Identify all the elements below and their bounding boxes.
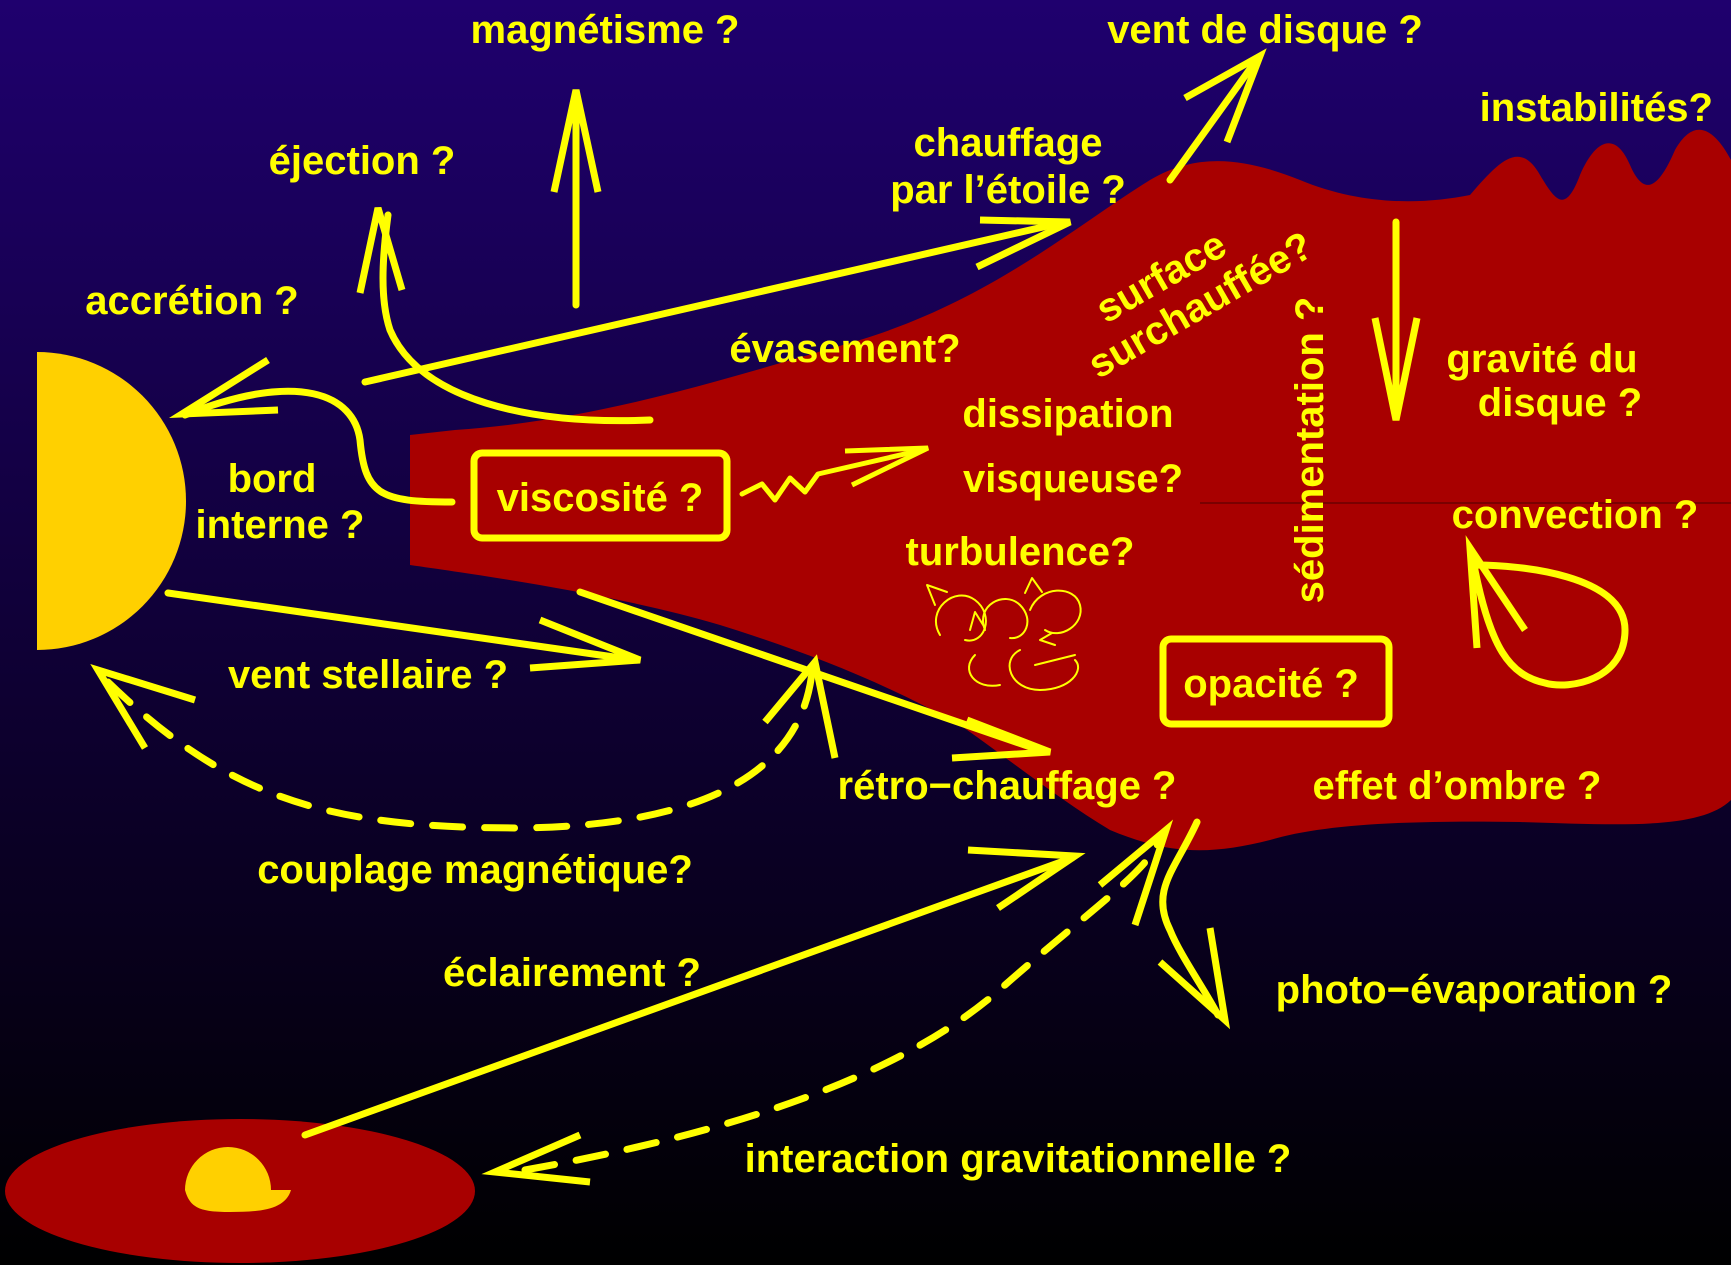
label-chauffage-line2: par l’étoile ? [890,168,1126,212]
label-evasement: évasement? [729,327,960,371]
label-interaction: interaction gravitationnelle ? [745,1137,1292,1181]
label-viscosite: viscosité ? [497,476,704,520]
label-couplage: couplage magnétique? [257,848,693,892]
label-dissipation-line2: visqueuse? [963,457,1183,501]
label-sedimentation: sédimentation ? [1288,297,1332,604]
label-vent-stellaire: vent stellaire ? [228,653,508,697]
label-effet-ombre: effet d’ombre ? [1313,764,1602,808]
label-vent-disque: vent de disque ? [1107,8,1423,52]
label-opacite: opacité ? [1183,662,1359,706]
label-photoevap: photo−évaporation ? [1276,968,1673,1012]
label-instabilites: instabilités? [1480,86,1713,130]
label-magnetisme: magnétisme ? [471,8,740,52]
label-retro-chauffage: rétro−chauffage ? [838,764,1177,808]
label-gravite-line2: disque ? [1478,381,1642,425]
label-bord-line2: interne ? [196,503,365,547]
label-chauffage-line1: chauffage [914,121,1103,165]
label-turbulence: turbulence? [906,530,1135,574]
label-dissipation-line1: dissipation [962,392,1173,436]
label-convection: convection ? [1452,493,1699,537]
label-bord-line1: bord [228,457,317,501]
label-accretion: accrétion ? [85,279,298,323]
label-eclairement: éclairement ? [443,951,701,995]
label-gravite-line1: gravité du [1446,337,1637,381]
label-ejection: éjection ? [269,139,456,183]
